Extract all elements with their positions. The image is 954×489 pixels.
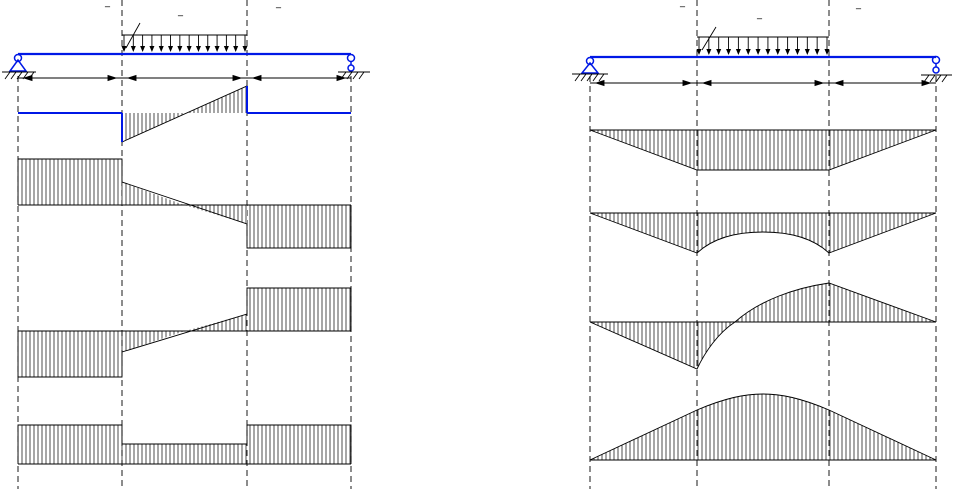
down-arrow-icon bbox=[158, 35, 164, 52]
right-diagram-2 bbox=[589, 212, 937, 254]
right-dimension-line bbox=[590, 79, 936, 87]
left-label-3: _ bbox=[275, 0, 282, 9]
right-panel-left-ground-hatch bbox=[572, 73, 608, 82]
down-arrow-icon bbox=[214, 35, 220, 52]
left-dimension-line bbox=[18, 74, 351, 82]
down-arrow-icon bbox=[726, 37, 732, 55]
right-panel-right-ground-hatch bbox=[921, 74, 952, 83]
left-distributed-load bbox=[122, 22, 247, 49]
down-arrow-icon bbox=[745, 37, 751, 55]
down-arrow-icon bbox=[735, 37, 741, 55]
down-arrow-icon bbox=[794, 37, 800, 55]
left-label-2: _ bbox=[177, 6, 184, 17]
down-arrow-icon bbox=[696, 37, 702, 55]
right-diagram-1 bbox=[589, 129, 937, 171]
left-diagram-1 bbox=[18, 85, 351, 143]
pin-support-icon bbox=[580, 56, 600, 74]
down-arrow-icon bbox=[775, 37, 781, 55]
down-arrow-icon bbox=[233, 35, 239, 52]
down-arrow-icon bbox=[149, 35, 155, 52]
right-label-1: _ bbox=[679, 0, 686, 8]
left-load-arrows bbox=[121, 35, 248, 52]
left-panel: _ _ _ bbox=[2, 0, 370, 489]
down-arrow-icon bbox=[223, 35, 229, 52]
down-arrow-icon bbox=[186, 35, 192, 52]
down-arrow-icon bbox=[824, 37, 830, 55]
right-diagram-3 bbox=[589, 282, 937, 370]
down-arrow-icon bbox=[765, 37, 771, 55]
right-label-2: _ bbox=[756, 9, 763, 20]
right-diagram-4 bbox=[589, 393, 937, 461]
down-arrow-icon bbox=[785, 37, 791, 55]
pin-support-icon bbox=[8, 53, 28, 72]
roller-support-icon bbox=[346, 53, 356, 72]
right-distributed-load bbox=[697, 26, 829, 51]
down-arrow-icon bbox=[121, 35, 127, 52]
right-label-3: _ bbox=[855, 0, 862, 10]
down-arrow-icon bbox=[242, 35, 248, 52]
roller-support-icon bbox=[931, 55, 941, 74]
down-arrow-icon bbox=[814, 37, 820, 55]
right-panel: _ _ _ bbox=[572, 0, 952, 489]
left-label-1: _ bbox=[104, 0, 111, 8]
down-arrow-icon bbox=[177, 35, 183, 52]
down-arrow-icon bbox=[195, 35, 201, 52]
left-diagram-3 bbox=[17, 287, 352, 378]
down-arrow-icon bbox=[804, 37, 810, 55]
down-arrow-icon bbox=[168, 35, 174, 52]
down-arrow-icon bbox=[205, 35, 211, 52]
down-arrow-icon bbox=[755, 37, 761, 55]
left-diagram-4 bbox=[17, 424, 352, 465]
down-arrow-icon bbox=[706, 37, 712, 55]
down-arrow-icon bbox=[130, 35, 136, 52]
left-diagram-2 bbox=[17, 158, 352, 249]
right-load-arrows bbox=[696, 37, 830, 55]
down-arrow-icon bbox=[140, 35, 146, 52]
down-arrow-icon bbox=[716, 37, 722, 55]
